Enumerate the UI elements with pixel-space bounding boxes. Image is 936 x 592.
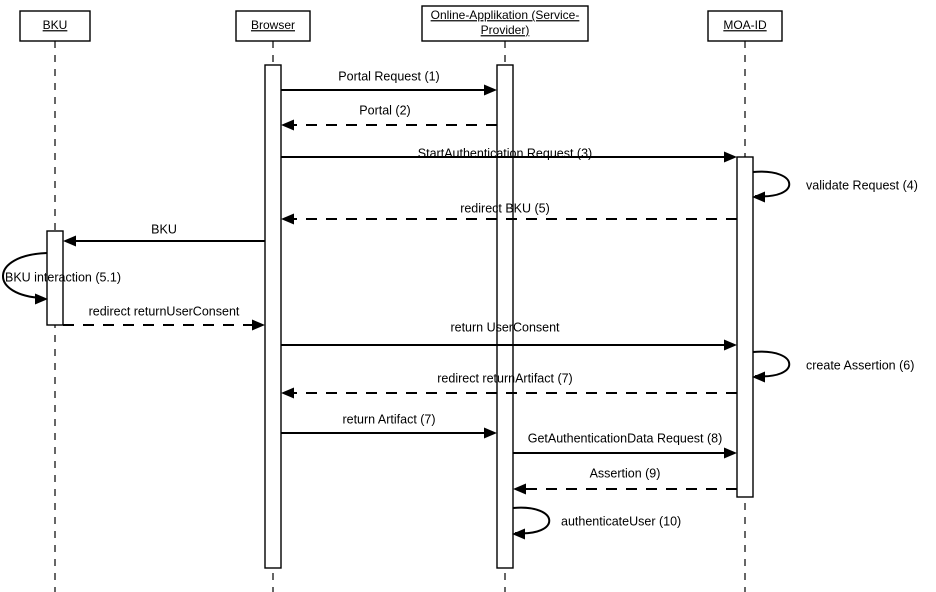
arrowhead-right [484, 84, 497, 96]
message-8: redirect returnUserConsent [63, 304, 265, 331]
arrowhead-right [724, 151, 737, 163]
message-13: GetAuthenticationData Request (8) [513, 431, 737, 459]
arrowhead-right [35, 293, 48, 305]
message-label-3: StartAuthentication Request (3) [418, 146, 592, 160]
participant-box-browser[interactable] [235, 10, 311, 42]
activation-bar-oa [496, 64, 514, 569]
selfloop-path [512, 506, 551, 535]
participant-oa[interactable]: Online-Applikation (Service-Provider) [421, 5, 589, 42]
arrowhead-left [281, 213, 294, 225]
message-9: return UserConsent [281, 320, 737, 351]
participant-label-bku: BKU [43, 18, 68, 32]
participant-label2-oa: Provider) [481, 23, 530, 37]
activation-bar-browser [264, 64, 282, 569]
participant-label-moaid: MOA-ID [723, 18, 767, 32]
arrowhead-left [513, 483, 526, 495]
message-label-11: redirect returnArtifact (7) [437, 371, 572, 385]
participant-moaid[interactable]: MOA-ID [707, 10, 783, 42]
arrowhead-left [281, 387, 294, 399]
arrowhead-left [63, 235, 76, 247]
message-label-8: redirect returnUserConsent [89, 304, 240, 318]
activation-bar-moaid [736, 156, 754, 498]
message-label-14: Assertion (9) [590, 466, 661, 480]
arrowhead-left [752, 371, 765, 383]
message-label-15: authenticateUser (10) [561, 514, 681, 528]
participant-box-moaid[interactable] [707, 10, 783, 42]
participant-bku[interactable]: BKU [19, 10, 91, 42]
message-label-12: return Artifact (7) [342, 412, 435, 426]
message-label-9: return UserConsent [450, 320, 560, 334]
participant-box-oa[interactable] [421, 5, 589, 42]
participant-label-oa: Online-Applikation (Service- [431, 8, 580, 22]
message-label-13: GetAuthenticationData Request (8) [528, 431, 723, 445]
message-label-6: BKU [151, 222, 177, 236]
message-label-4: validate Request (4) [806, 178, 918, 192]
message-3: StartAuthentication Request (3) [281, 146, 737, 163]
message-label-5: redirect BKU (5) [460, 201, 550, 215]
message-15: authenticateUser (10) [512, 506, 681, 540]
message-5: redirect BKU (5) [281, 201, 737, 225]
arrowhead-right [724, 447, 737, 459]
arrowhead-left [281, 119, 294, 131]
message-1: Portal Request (1) [281, 69, 497, 96]
selfloop-path [752, 170, 791, 198]
arrowhead-right [484, 427, 497, 439]
message-4: validate Request (4) [752, 170, 918, 203]
message-14: Assertion (9) [513, 466, 737, 495]
message-label-2: Portal (2) [359, 103, 410, 117]
message-10: create Assertion (6) [752, 350, 914, 383]
arrowhead-left [752, 191, 765, 203]
arrowhead-right [252, 319, 265, 331]
message-label-10: create Assertion (6) [806, 358, 914, 372]
message-7: BKU interaction (5.1) [2, 252, 121, 305]
arrowhead-right [724, 339, 737, 351]
participant-label-browser: Browser [251, 18, 295, 32]
message-label-1: Portal Request (1) [338, 69, 439, 83]
participant-browser[interactable]: Browser [235, 10, 311, 42]
selfloop-path [2, 252, 48, 299]
message-11: redirect returnArtifact (7) [281, 371, 737, 399]
message-12: return Artifact (7) [281, 412, 497, 439]
arrowhead-left [512, 528, 525, 540]
message-6: BKU [63, 222, 265, 247]
activation-bar-bku [46, 230, 64, 326]
selfloop-path [752, 350, 791, 378]
participant-box-bku[interactable] [19, 10, 91, 42]
message-2: Portal (2) [281, 103, 497, 131]
message-label-7: BKU interaction (5.1) [5, 270, 121, 284]
